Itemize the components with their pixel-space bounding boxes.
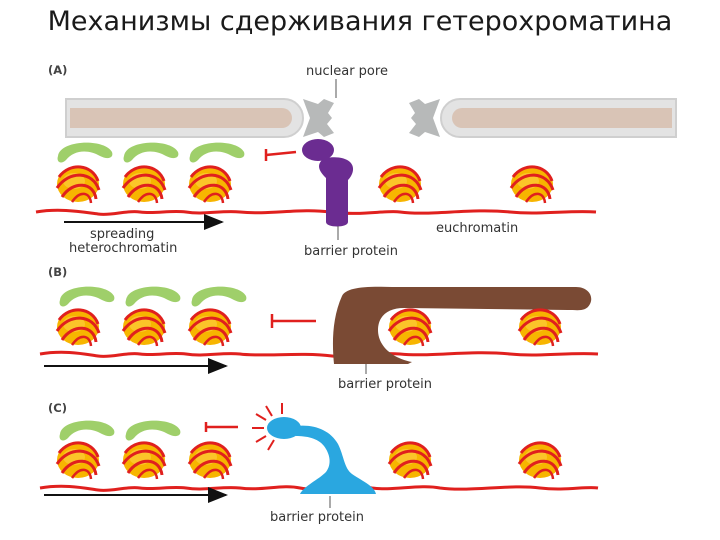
heterochromatin-protein <box>59 286 115 307</box>
nucleosome <box>377 164 423 205</box>
panel-c-label: (C) <box>48 401 67 415</box>
panel-a: (A) nuclear pore <box>35 63 677 259</box>
nucleosome <box>121 164 167 205</box>
barrier-label-a: barrier protein <box>304 244 398 259</box>
nucleosome <box>187 440 233 481</box>
heterochromatin-protein <box>189 142 245 163</box>
nucleosome <box>387 307 433 348</box>
slide-title: Механизмы сдерживания гетерохроматина <box>47 6 673 37</box>
activity-burst <box>252 403 283 451</box>
barrier-protein-b <box>332 286 592 364</box>
panel-a-label: (A) <box>48 63 67 77</box>
nuclear-pore-label: nuclear pore <box>306 64 388 79</box>
heterochromatin-protein <box>59 420 115 441</box>
heterochromatin-protein <box>123 142 179 163</box>
heterochromatin-protein <box>57 142 113 163</box>
spreading-label-line1: spreading <box>90 227 154 242</box>
nucleosome <box>187 307 233 348</box>
barrier-protein-a <box>302 139 354 227</box>
nucleosome <box>509 164 555 205</box>
nucleosome <box>55 440 101 481</box>
nucleosome <box>121 307 167 348</box>
barrier-label-b: barrier protein <box>338 377 432 392</box>
inhibition-symbol <box>264 149 297 161</box>
heterochromatin-protein <box>191 286 247 307</box>
panel-c: (C) barrier protein <box>39 401 599 525</box>
nuclear-envelope <box>65 98 677 138</box>
dna-strand-a <box>35 208 597 216</box>
dna-strand-b <box>39 350 599 358</box>
euchromatin-label: euchromatin <box>436 221 518 236</box>
heterochromatin-protein <box>125 286 181 307</box>
nucleosome <box>187 164 233 205</box>
barrier-label-c: barrier protein <box>270 510 364 525</box>
dna-strand-c <box>39 484 599 492</box>
barrier-protein-c <box>267 417 376 494</box>
nucleosome <box>387 440 433 481</box>
spreading-label-line2: heterochromatin <box>69 241 177 256</box>
nucleosome <box>121 440 167 481</box>
inhibition-symbol <box>270 314 316 328</box>
nuclear-pore <box>303 99 440 137</box>
nucleosome <box>517 440 563 481</box>
heterochromatin-protein <box>125 420 181 441</box>
nucleosome <box>55 164 101 205</box>
inhibition-symbol <box>204 422 238 432</box>
panel-b-label: (B) <box>48 265 67 279</box>
nucleosome <box>55 307 101 348</box>
nucleosome <box>517 307 563 348</box>
panel-b: (B) barrier protein <box>39 265 599 392</box>
